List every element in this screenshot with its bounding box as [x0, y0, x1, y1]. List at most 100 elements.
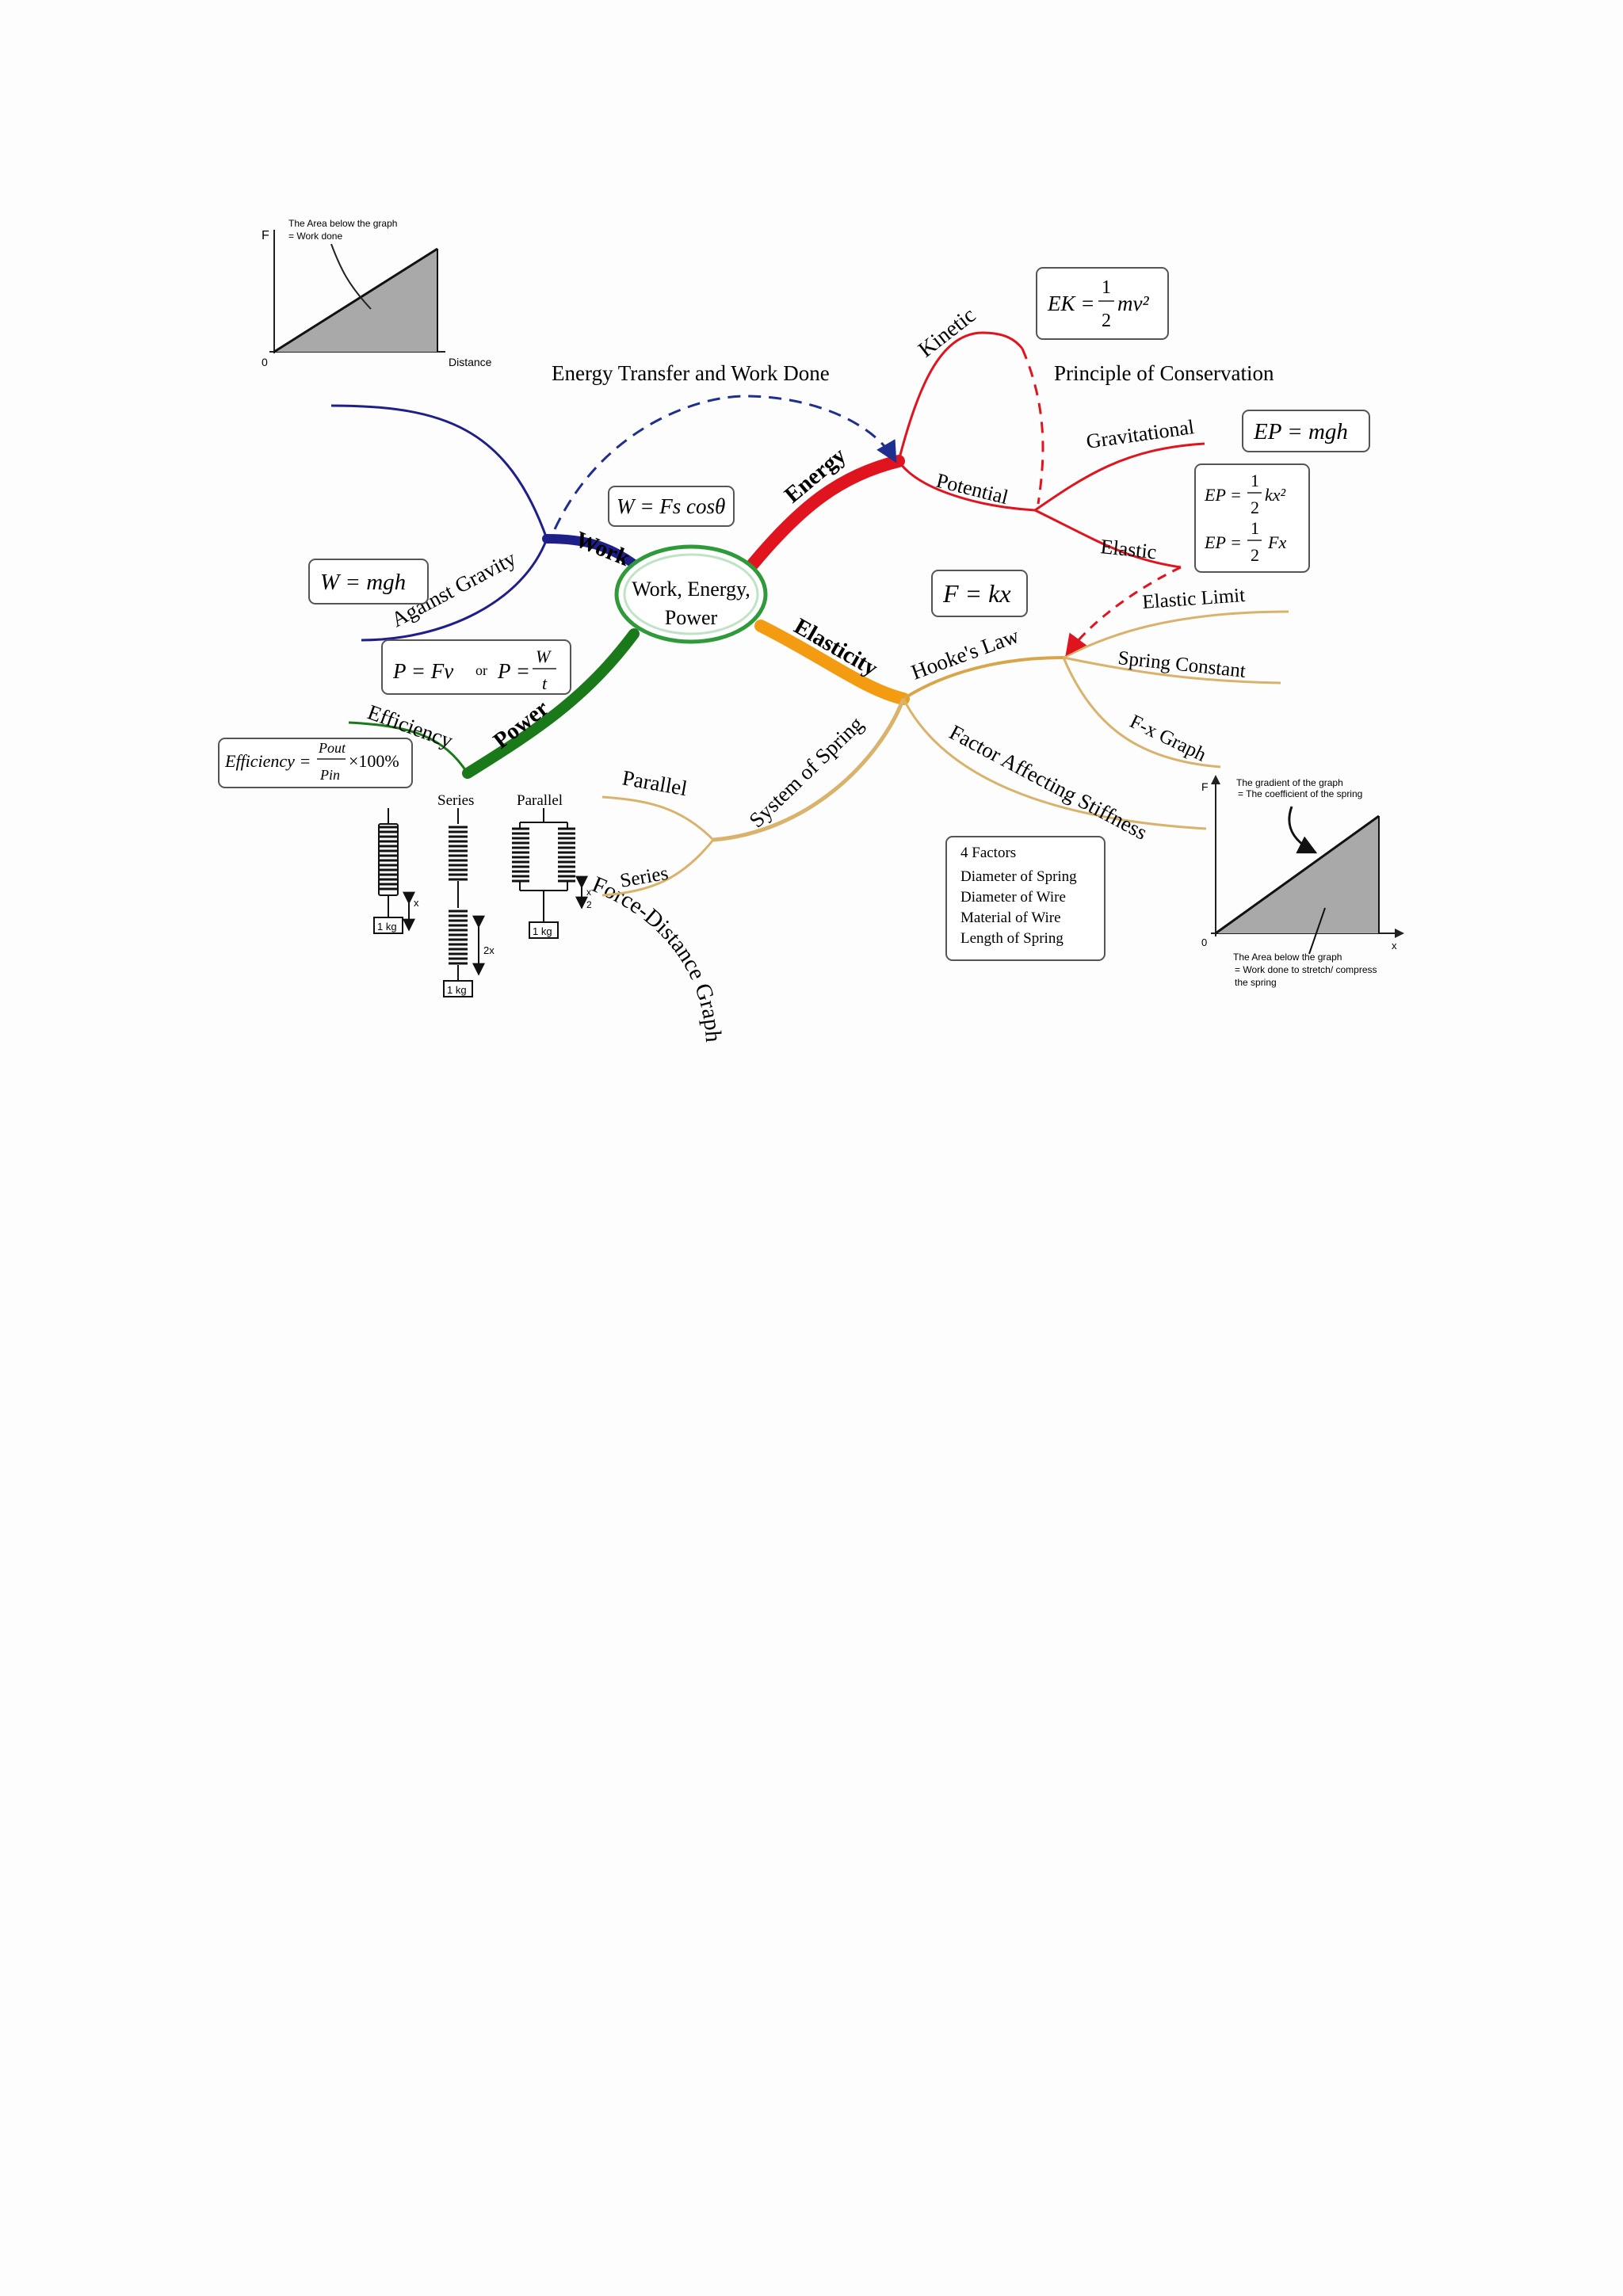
factor-item: Diameter of Spring [960, 868, 1077, 885]
parallel-spring-left [512, 827, 529, 883]
work-mgh-formula: W = mgh [320, 570, 406, 595]
graph1-origin: 0 [262, 356, 268, 368]
gravitational-label: Gravitational [1085, 415, 1196, 453]
graph1-pointer [330, 243, 372, 310]
system-of-spring-branch-line [712, 698, 906, 842]
work-definition-formula: W = Fs cosθ [617, 494, 725, 518]
gravitational-branch-line [1034, 442, 1205, 512]
kinetic-formula-lhs: EK = [1047, 292, 1094, 315]
parallel-mass-label: 1 kg [533, 925, 552, 937]
elastic-pe-box [1194, 463, 1310, 573]
system-of-spring-label: System of Spring [744, 711, 868, 832]
area-pointer [1308, 907, 1326, 955]
power-formula-b-den: t [542, 673, 548, 693]
factor-stiffness-branch-line [902, 698, 1207, 830]
graph2-top-note2: = The coefficient of the spring [1238, 788, 1362, 799]
energy-transfer-arrow [553, 395, 897, 530]
efficiency-formula-lhs: Efficiency = [224, 751, 311, 771]
factors-box [945, 836, 1106, 961]
factors-title: 4 Factors [960, 845, 1016, 861]
energy-branch: Energy Kinetic Potential Gravitational E… [747, 267, 1370, 573]
efficiency-formula-den: Pin [319, 767, 340, 783]
elastic-hooke-dashed-link [1065, 566, 1182, 657]
elastic-limit-label: Elastic Limit [1142, 585, 1246, 613]
hooke-formula: F = kx [942, 579, 1011, 608]
work-branch-label: Work [571, 527, 634, 572]
work-mgh-box [308, 559, 429, 605]
force-distance-graph: F 0 Distance The Area below the graph = … [262, 218, 492, 368]
elastic-pe-den1: 2 [1251, 498, 1259, 517]
elasticity-main-line [754, 620, 910, 705]
series-spring-top [449, 826, 468, 881]
against-gravity-branch-line [361, 538, 548, 642]
hookes-law-label: Hooke's Law [908, 624, 1022, 685]
graph2-bottom-note3: the spring [1235, 977, 1277, 988]
efficiency-formula-tail: ×100% [349, 751, 399, 771]
force-distance-branch-line [330, 404, 548, 540]
kinetic-frac-num: 1 [1102, 277, 1111, 298]
graph1-x-label: Distance [449, 356, 492, 368]
parallel-extension-num: x [586, 887, 591, 898]
elastic-pe-tail1: kx² [1265, 485, 1286, 505]
energy-main-line [747, 455, 905, 570]
graph2-origin: 0 [1201, 936, 1207, 948]
factor-item: Length of Spring [960, 930, 1064, 947]
graph2-line [1215, 814, 1380, 935]
parallel-spring-right [558, 827, 575, 883]
power-formula-a: P = Fv [392, 659, 453, 683]
power-formula-or: or [475, 662, 487, 678]
parallel-branch-line [601, 795, 715, 841]
force-distance-label: Force-Distance Graph [554, 871, 766, 1051]
springs-illustration [373, 808, 588, 997]
factor-stiffness-label: Factor Affecting Stiffness [945, 720, 1151, 845]
series-spring-mass [443, 980, 473, 997]
potential-label: Potential [934, 469, 1011, 509]
kinetic-label: Kinetic [914, 303, 980, 362]
elastic-pe-den2: 2 [1251, 545, 1259, 565]
gravitational-pe-formula: EP = mgh [1253, 419, 1348, 444]
center-title-line2: Power [665, 606, 718, 629]
kinetic-formula-tail: mv² [1117, 292, 1149, 315]
graph2-bottom-note2: = Work done to stretch/ compress [1235, 964, 1377, 975]
parallel-title: Parallel [517, 792, 563, 809]
principle-of-conservation-label: Principle of Conservation [1054, 361, 1274, 385]
graph2-y-label: F [1201, 780, 1209, 793]
work-main-line [542, 534, 639, 569]
center-title-line1: Work, Energy, [632, 578, 750, 601]
graph2-top-note1: The gradient of the graph [1236, 777, 1343, 788]
graph1-note-line2: = Work done [288, 231, 342, 242]
graph1-line [273, 247, 438, 353]
power-formula-b-lhs: P = [497, 659, 530, 683]
conservation-dashed-line [1021, 348, 1044, 505]
single-mass-label: 1 kg [377, 921, 397, 933]
springs-text: Series Parallel 1 kg 1 kg 1 kg x 2x x 2 [377, 792, 592, 996]
graph2-x-label: x [1392, 940, 1397, 952]
center-ellipse [614, 544, 768, 644]
series-label: Series [618, 863, 670, 892]
graph2-bottom-note1: The Area below the graph [1233, 952, 1342, 963]
work-definition-box [608, 486, 735, 527]
efficiency-branch-line [348, 721, 469, 774]
energy-transfer-link: Energy Transfer and Work Done [552, 361, 897, 530]
efficiency-formula-box [218, 738, 413, 788]
factor-item: Material of Wire [960, 910, 1061, 926]
parallel-spring-mass [529, 921, 559, 939]
series-extension-label: 2x [483, 944, 495, 956]
elastic-pe-tail2: Fx [1267, 532, 1286, 552]
gravitational-pe-box [1242, 410, 1370, 452]
graph1-y-label: F [262, 229, 269, 242]
series-title: Series [437, 792, 474, 809]
elastic-pe-num1: 1 [1251, 471, 1259, 490]
parallel-extension-den: 2 [586, 899, 592, 910]
series-mass-label: 1 kg [447, 984, 467, 996]
fx-graph-branch-line [1062, 657, 1221, 769]
elastic-label: Elastic [1099, 535, 1157, 563]
power-main-line [462, 628, 640, 779]
hookes-law-branch-line [902, 656, 1064, 700]
single-extension-label: x [414, 897, 419, 909]
energy-transfer-label: Energy Transfer and Work Done [552, 361, 830, 385]
series-branch-line [601, 839, 715, 897]
elastic-pe-num2: 1 [1251, 518, 1259, 538]
hooke-formula-box [931, 570, 1028, 617]
